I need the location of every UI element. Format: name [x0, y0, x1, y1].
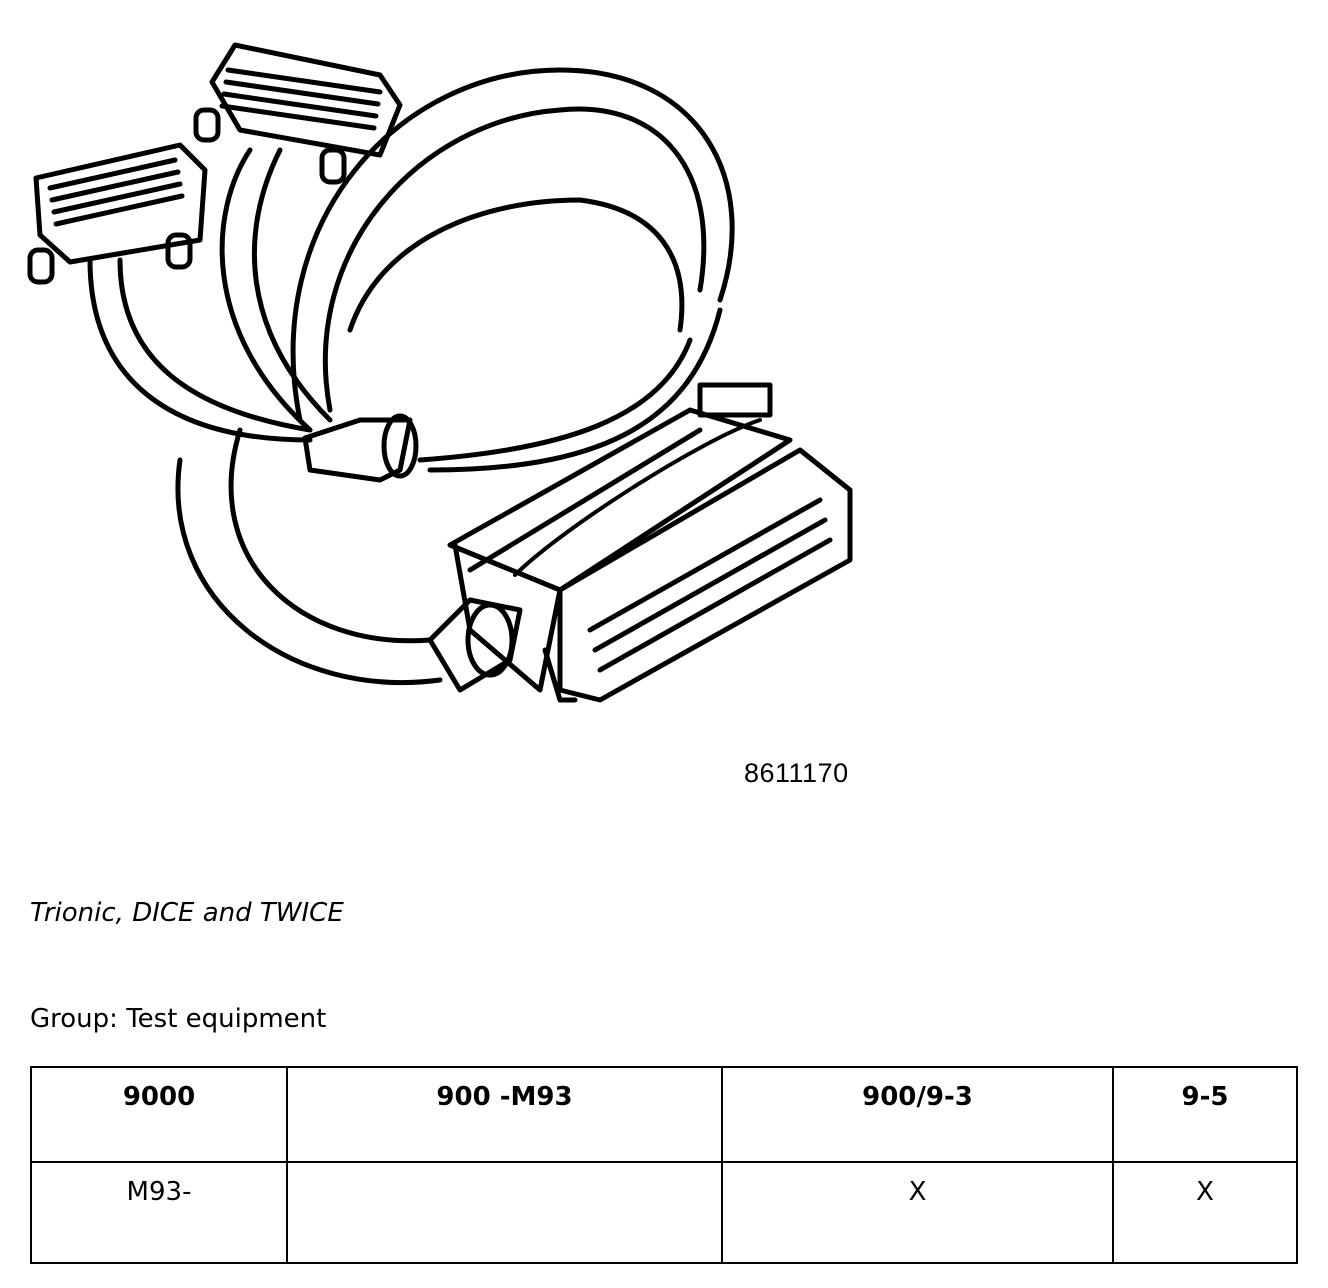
model-applicability-table: 9000 900 -M93 900/9-3 9-5 M93- X X — [30, 1066, 1298, 1264]
adapter-cable-illustration — [27, 42, 853, 703]
table-cell: M93- — [30, 1161, 288, 1264]
header-cell: 900 -M93 — [286, 1066, 723, 1163]
group-label: Group: — [30, 1004, 118, 1034]
figure-part-number: 8611170 — [744, 758, 849, 788]
table-header-row: 9000 900 -M93 900/9-3 9-5 — [30, 1066, 1298, 1163]
group-value: Test equipment — [126, 1004, 327, 1034]
table-cell — [286, 1161, 723, 1264]
table-row: M93- X X — [30, 1161, 1298, 1264]
group-line: Group: Test equipment — [30, 1004, 326, 1034]
table-cell: X — [1112, 1161, 1298, 1264]
header-cell: 900/9-3 — [721, 1066, 1114, 1163]
header-cell: 9-5 — [1112, 1066, 1298, 1163]
document-subtitle: Trionic, DICE and TWICE — [30, 898, 344, 928]
table-cell: X — [721, 1161, 1114, 1264]
header-cell: 9000 — [30, 1066, 288, 1163]
